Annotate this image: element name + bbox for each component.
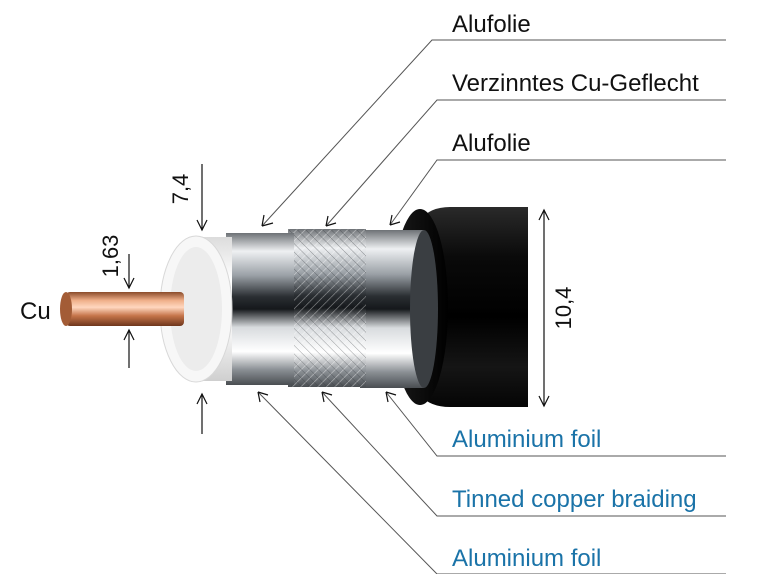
braid-layer (288, 229, 366, 387)
bottom-leaders (257, 391, 726, 574)
bottom-label-3: Aluminium foil (452, 545, 601, 572)
copper-conductor (60, 292, 184, 326)
top-label-1: Alufolie (452, 11, 531, 38)
top-leaders (261, 39, 726, 227)
bottom-label-1: Aluminium foil (452, 426, 601, 453)
outer-diameter-dimension (538, 208, 550, 408)
top-label-3: Alufolie (452, 130, 531, 157)
outer-diameter-label: 10,4 (551, 287, 576, 330)
dielectric-diameter-label: 7,4 (168, 174, 193, 205)
bottom-label-2: Tinned copper braiding (452, 486, 697, 513)
conductor-diameter-label: 1,63 (98, 235, 123, 278)
top-label-2: Verzinntes Cu-Geflecht (452, 70, 699, 97)
dielectric-diameter-dimension (196, 164, 208, 434)
conductor-material-label: Cu (20, 298, 51, 325)
conductor-diameter-dimension (123, 254, 135, 368)
dielectric (159, 235, 233, 383)
outer-foil-layer (360, 230, 438, 388)
inner-foil-layer (226, 233, 294, 385)
